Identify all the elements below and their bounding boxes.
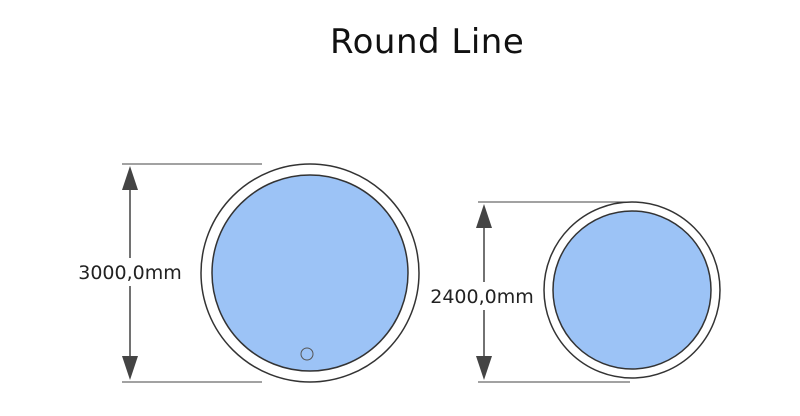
dim-label-bg	[424, 282, 542, 310]
arrow-up-icon	[476, 204, 492, 228]
dimension-large: 3000,0mm	[70, 163, 262, 383]
page-title: Round Line	[330, 22, 525, 62]
mirror-glass	[211, 174, 409, 372]
mirror-large	[200, 163, 420, 383]
dimension-label: 3000,0mm	[78, 262, 182, 284]
arrow-down-icon	[476, 356, 492, 380]
touch-sensor-icon	[300, 347, 314, 361]
mirror-glass	[552, 210, 712, 370]
arrow-down-icon	[122, 356, 138, 380]
mirror-small	[543, 201, 721, 379]
dim-label-bg	[70, 258, 190, 286]
arrow-up-icon	[122, 166, 138, 190]
dimension-small: 2400,0mm	[424, 201, 630, 383]
dimension-label: 2400,0mm	[430, 286, 534, 308]
